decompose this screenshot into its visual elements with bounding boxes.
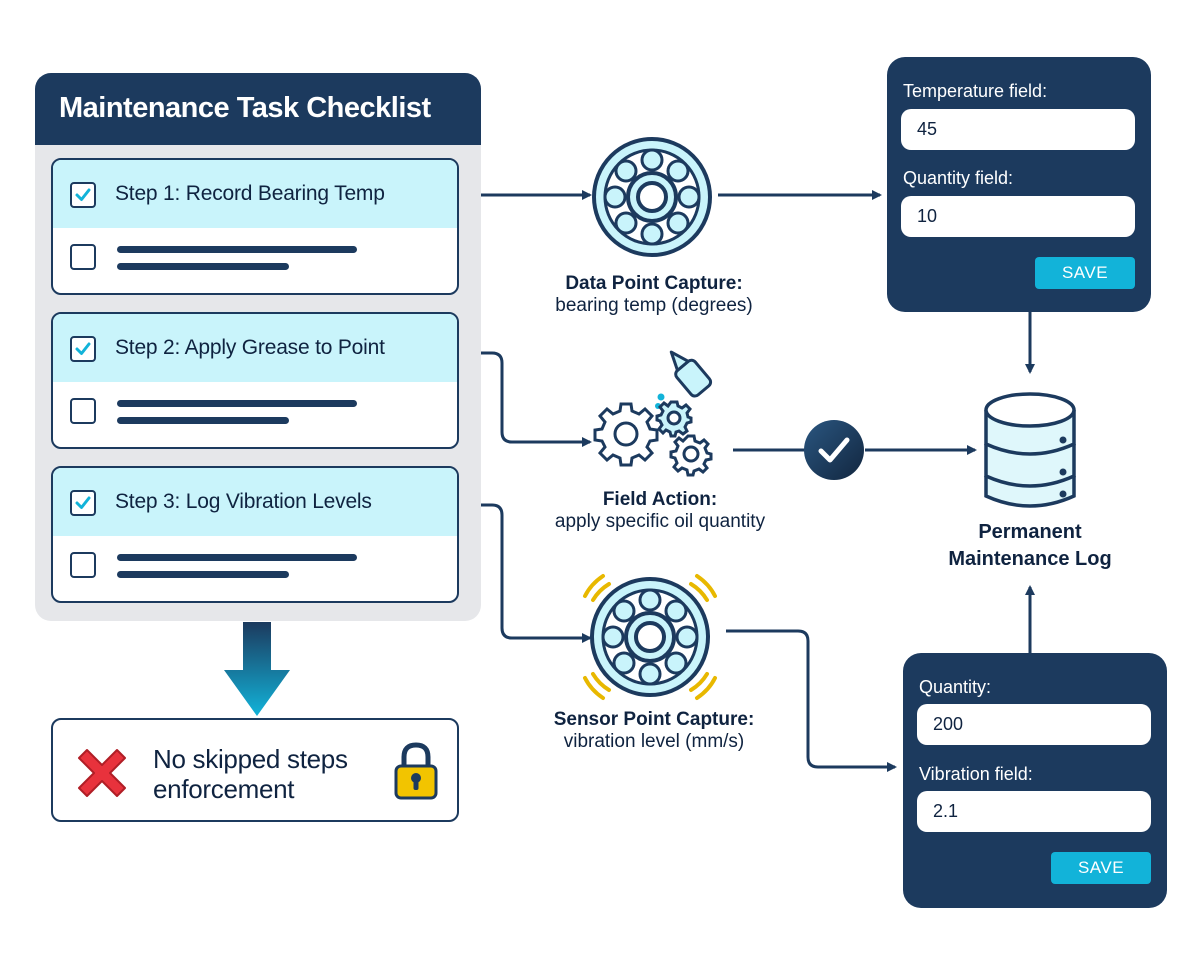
placeholder-line bbox=[117, 554, 357, 561]
step-card-3[interactable]: Step 3: Log Vibration Levels bbox=[51, 466, 459, 603]
form-bottom: Quantity: 200 Vibration field: 2.1 SAVE bbox=[903, 653, 1167, 908]
field-action-caption: Field Action: apply specific oil quantit… bbox=[520, 489, 800, 533]
arrow-sensor-to-form-bottom bbox=[726, 629, 897, 772]
vibration-input[interactable]: 2.1 bbox=[917, 791, 1151, 832]
quantity-input-bottom[interactable]: 200 bbox=[917, 704, 1151, 745]
placeholder-line bbox=[117, 246, 357, 253]
step-1-checkbox[interactable] bbox=[70, 182, 96, 208]
gears-oil-icon bbox=[593, 350, 713, 477]
lock-icon bbox=[394, 742, 438, 800]
temperature-input[interactable]: 45 bbox=[901, 109, 1135, 150]
save-button-top[interactable]: SAVE bbox=[1035, 257, 1135, 289]
check-circle-icon bbox=[804, 420, 864, 480]
quantity-field-label: Quantity field: bbox=[903, 168, 1014, 188]
enforcement-box: No skipped steps enforcement bbox=[51, 718, 459, 822]
database-icon bbox=[984, 392, 1076, 508]
sensor-point-title: Sensor Point Capture: bbox=[553, 709, 755, 730]
enforcement-text: No skipped steps enforcement bbox=[153, 744, 348, 804]
data-point-caption: Data Point Capture: bearing temp (degree… bbox=[520, 273, 788, 317]
placeholder-line bbox=[117, 417, 289, 424]
red-x-icon bbox=[78, 749, 126, 797]
quantity-label: Quantity: bbox=[919, 677, 992, 697]
vibration-field-label: Vibration field: bbox=[919, 764, 1033, 784]
sensor-point-subtitle: vibration level (mm/s) bbox=[563, 731, 745, 752]
temperature-field-label: Temperature field: bbox=[903, 81, 1048, 101]
placeholder-line bbox=[117, 571, 289, 578]
step-3-sub-checkbox[interactable] bbox=[70, 552, 96, 578]
quantity-input[interactable]: 10 bbox=[901, 196, 1135, 237]
placeholder-line bbox=[117, 263, 289, 270]
save-button-bottom[interactable]: SAVE bbox=[1051, 852, 1151, 884]
data-point-title: Data Point Capture: bbox=[565, 273, 743, 294]
field-action-title: Field Action: bbox=[602, 489, 718, 510]
step-2-label: Step 2: Apply Grease to Point bbox=[115, 336, 385, 359]
down-arrow bbox=[224, 622, 290, 716]
field-action-subtitle: apply specific oil quantity bbox=[554, 511, 766, 532]
step-card-1[interactable]: Step 1: Record Bearing Temp bbox=[51, 158, 459, 295]
step-3-checkbox[interactable] bbox=[70, 490, 96, 516]
vibrating-bearing-icon bbox=[583, 574, 717, 700]
arrow-step3-to-sensor bbox=[459, 503, 592, 643]
database-label: Permanent Maintenance Log bbox=[930, 519, 1130, 573]
step-2-sub-checkbox[interactable] bbox=[70, 398, 96, 424]
arrow-step2-to-action bbox=[459, 351, 592, 447]
database-label-line1: Permanent bbox=[978, 521, 1082, 543]
step-card-2[interactable]: Step 2: Apply Grease to Point bbox=[51, 312, 459, 449]
step-1-label: Step 1: Record Bearing Temp bbox=[115, 182, 385, 205]
step-2-checkbox[interactable] bbox=[70, 336, 96, 362]
sensor-point-caption: Sensor Point Capture: vibration level (m… bbox=[520, 709, 788, 753]
checklist-title: Maintenance Task Checklist bbox=[35, 73, 481, 145]
step-1-sub-checkbox[interactable] bbox=[70, 244, 96, 270]
data-point-subtitle: bearing temp (degrees) bbox=[555, 295, 753, 316]
database-label-line2: Maintenance Log bbox=[948, 548, 1112, 570]
form-top: Temperature field: 45 Quantity field: 10… bbox=[887, 57, 1151, 312]
step-3-label: Step 3: Log Vibration Levels bbox=[115, 490, 372, 513]
bearing-icon bbox=[592, 137, 712, 257]
placeholder-line bbox=[117, 400, 357, 407]
